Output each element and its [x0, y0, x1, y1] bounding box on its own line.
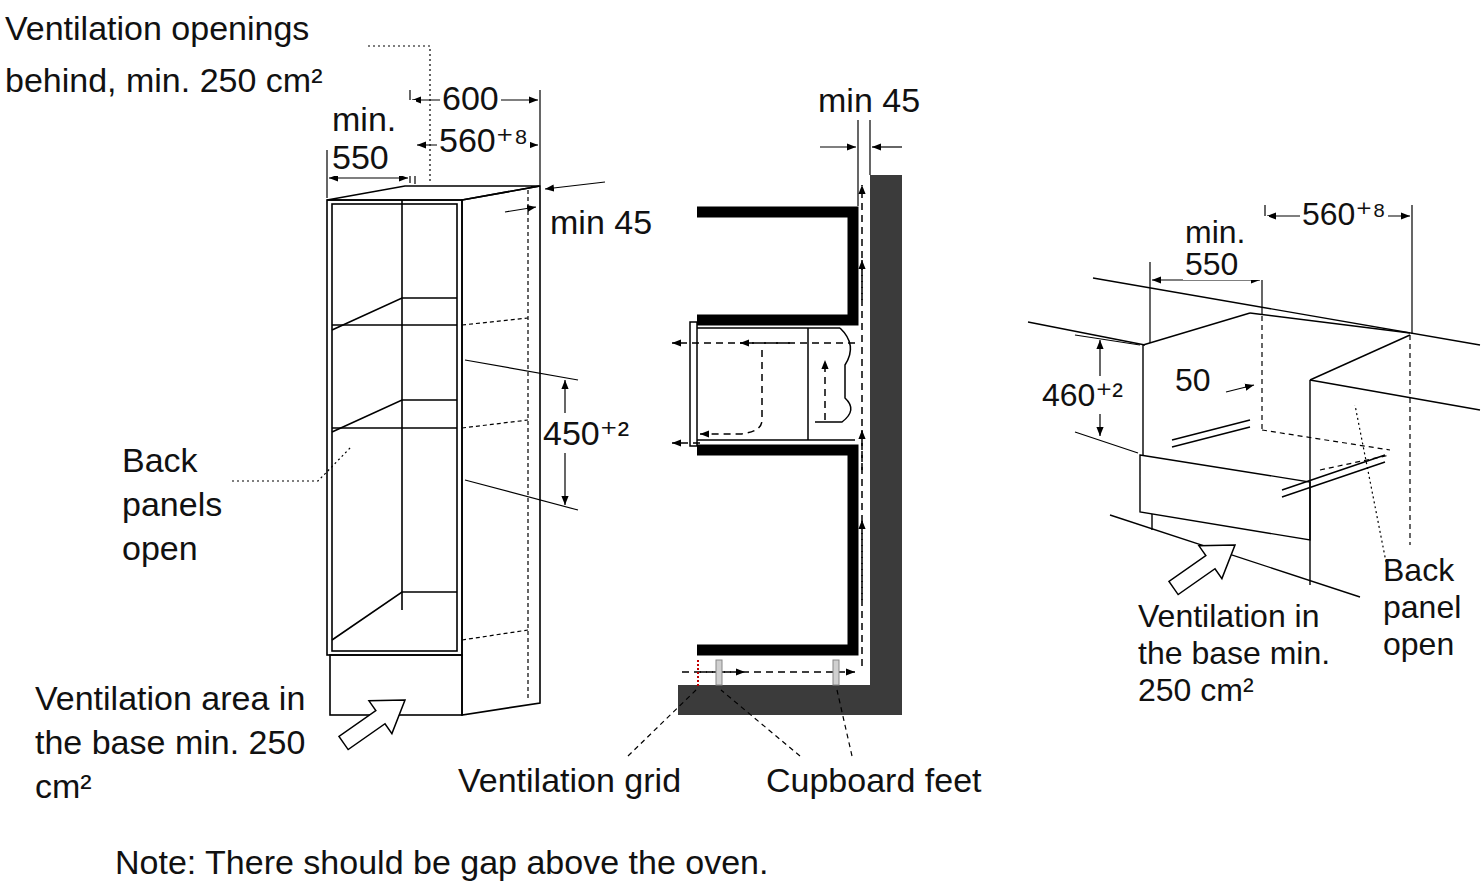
airflow-arrow [1162, 529, 1246, 605]
hidden-shelf [462, 630, 528, 640]
airflow-lines [672, 185, 862, 672]
dimension-label: min. 550 [1183, 216, 1269, 280]
dimension-label: 560⁺⁸ [1300, 196, 1388, 232]
wall-floor [678, 175, 902, 715]
shelf [332, 298, 457, 330]
dimension-label: 560⁺⁸ [437, 120, 530, 160]
note-label: Ventilation area in the base min. 250 cm… [33, 676, 337, 808]
cabinet-section [697, 212, 853, 650]
cabinet-front [327, 200, 462, 655]
dimension-label: min 45 [548, 202, 654, 242]
leader-line [1355, 405, 1388, 572]
leader-lines [232, 46, 430, 481]
hidden-shelf [462, 420, 528, 428]
part-label: Ventilation grid [456, 760, 683, 800]
part-label: Back panel open [1381, 552, 1479, 663]
note-label: Ventilation in the base min. 250 cm² [1136, 598, 1365, 709]
oven [690, 322, 855, 446]
leader-lines [628, 690, 852, 756]
dimension-lines [1075, 205, 1412, 453]
shelf-edge [332, 427, 457, 429]
cabinet-top [327, 186, 540, 200]
note-label: Ventilation openings behind, min. 250 cm… [3, 2, 379, 106]
dimension-label: 450⁺² [541, 413, 631, 453]
dimension-label: 600 [440, 78, 501, 118]
ventilation-grid [697, 660, 699, 686]
cabinet-floor [332, 592, 457, 640]
shelf [332, 400, 457, 432]
part-label: Back panels open [120, 438, 269, 570]
tall-cabinet [327, 186, 540, 715]
cabinet-front-inner [332, 204, 457, 651]
dimension-lines [820, 120, 902, 206]
cabinet-side [462, 186, 540, 715]
airflow-arrow [332, 684, 416, 760]
shelf-edge [332, 324, 457, 326]
dimension-label: min 45 [816, 80, 922, 120]
hidden-lines [1262, 316, 1410, 545]
cabinet-back-edge [401, 200, 403, 610]
note-label: Note: There should be gap above the oven… [113, 840, 770, 884]
dimension-label: 50 [1173, 361, 1213, 399]
hidden-shelf [462, 318, 528, 325]
dimension-label: 460⁺² [1040, 376, 1125, 414]
dimension-label: min. 550 [330, 100, 416, 176]
part-label: Cupboard feet [764, 760, 984, 800]
cupboard-foot [716, 660, 722, 685]
cupboard-foot [833, 660, 839, 685]
hidden-back [527, 190, 528, 700]
